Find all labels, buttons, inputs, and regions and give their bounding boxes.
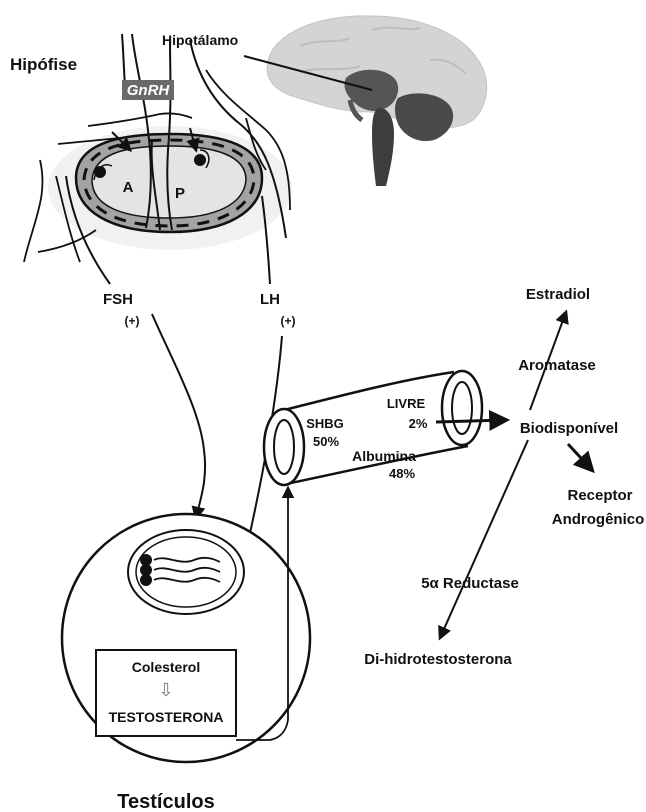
brain-stem (372, 108, 394, 186)
livre-percent: 2% (409, 416, 428, 431)
albumina-percent: 48% (389, 466, 415, 481)
biodisponivel-to-receptor-arrow (568, 444, 592, 470)
testiculos-label: Testículos (117, 791, 214, 812)
livre-arrow (436, 420, 506, 422)
brain-illustration (267, 16, 487, 186)
hipofise-label: Hipófise (10, 55, 77, 74)
shbg-percent: 50% (313, 434, 339, 449)
fsh-label: FSH (103, 291, 133, 308)
colesterol-label: Colesterol (132, 659, 200, 675)
shbg-label: SHBG (306, 416, 344, 431)
reductase-label: 5α Reductase (421, 575, 519, 592)
lobe-p-label: P (175, 185, 185, 202)
testosterona-label: TESTOSTERONA (109, 709, 224, 725)
posterior-cell (194, 154, 206, 166)
fsh-arrow (152, 314, 205, 518)
aromatase-label: Aromatase (518, 357, 596, 374)
lobe-a-label: A (123, 179, 134, 196)
fsh-sign: (+) (125, 314, 140, 328)
livre-label: LIVRE (387, 396, 426, 411)
biodisponivel-to-dht-arrow (440, 440, 528, 638)
conversion-arrow: ⇩ (158, 680, 173, 700)
albumina-label: Albumina (352, 448, 416, 464)
lh-sign: (+) (281, 314, 296, 328)
gnrh-label: GnRH (127, 82, 171, 99)
lh-label: LH (260, 291, 280, 308)
receptor-label-line1: Receptor (567, 487, 632, 504)
receptor-label-line2: Androgênico (552, 511, 645, 528)
dht-label: Di-hidrotestosterona (364, 651, 512, 668)
estradiol-label: Estradiol (526, 286, 590, 303)
hipotalamo-label: Hipotálamo (162, 32, 238, 48)
biodisponivel-label: Biodisponível (520, 420, 618, 437)
blood-vessel (264, 371, 482, 485)
